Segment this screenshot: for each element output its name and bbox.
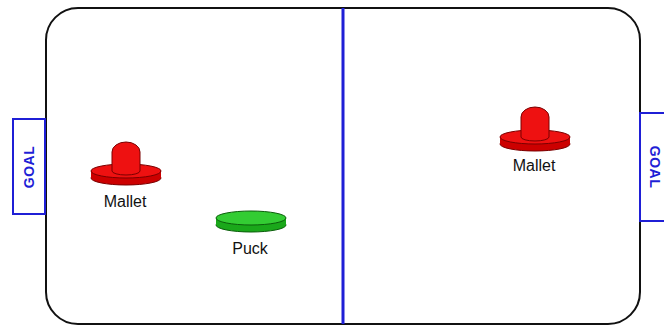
goal-text: GOAL	[647, 146, 663, 188]
mallet-symbol	[500, 107, 570, 151]
goal-text: GOAL	[21, 145, 37, 187]
mallet-label: Mallet	[513, 157, 556, 175]
goal-box: GOAL	[639, 112, 664, 222]
table-outline	[46, 8, 640, 324]
mallet-label: Mallet	[104, 193, 147, 211]
mallet-symbol	[91, 142, 161, 185]
center-line	[342, 8, 345, 324]
puck-label: Puck	[232, 240, 268, 258]
puck-symbol	[216, 211, 286, 232]
goal-box: GOAL	[12, 118, 46, 215]
